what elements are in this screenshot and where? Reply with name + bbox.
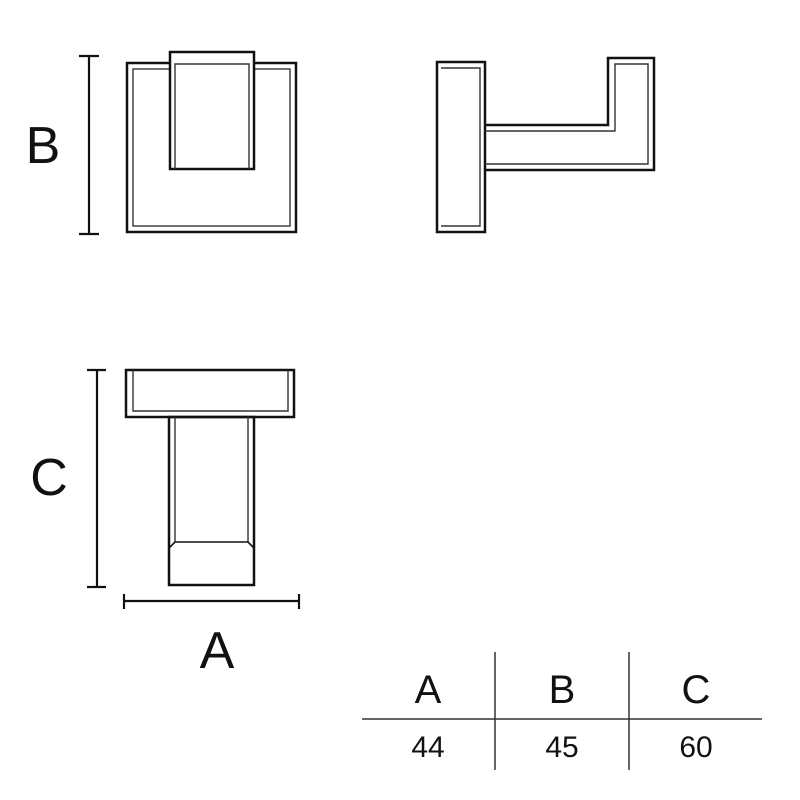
table-value-a: 44 [411,731,444,764]
side-view [435,56,656,234]
dimension-table: A B C 44 45 60 [362,652,762,770]
table-header-c: C [682,668,711,712]
table-value-c: 60 [679,731,712,764]
front-view: B [26,50,298,236]
label-a: A [200,622,235,680]
table-value-b: 45 [545,731,578,764]
dimension-line-a [122,594,301,609]
table-header-a: A [415,668,442,712]
label-c: C [30,449,68,507]
dimension-line-b [79,54,99,236]
label-b: B [26,117,61,175]
table-header-b: B [549,668,576,712]
dimension-line-c [87,368,106,589]
top-view: C A [30,368,301,680]
